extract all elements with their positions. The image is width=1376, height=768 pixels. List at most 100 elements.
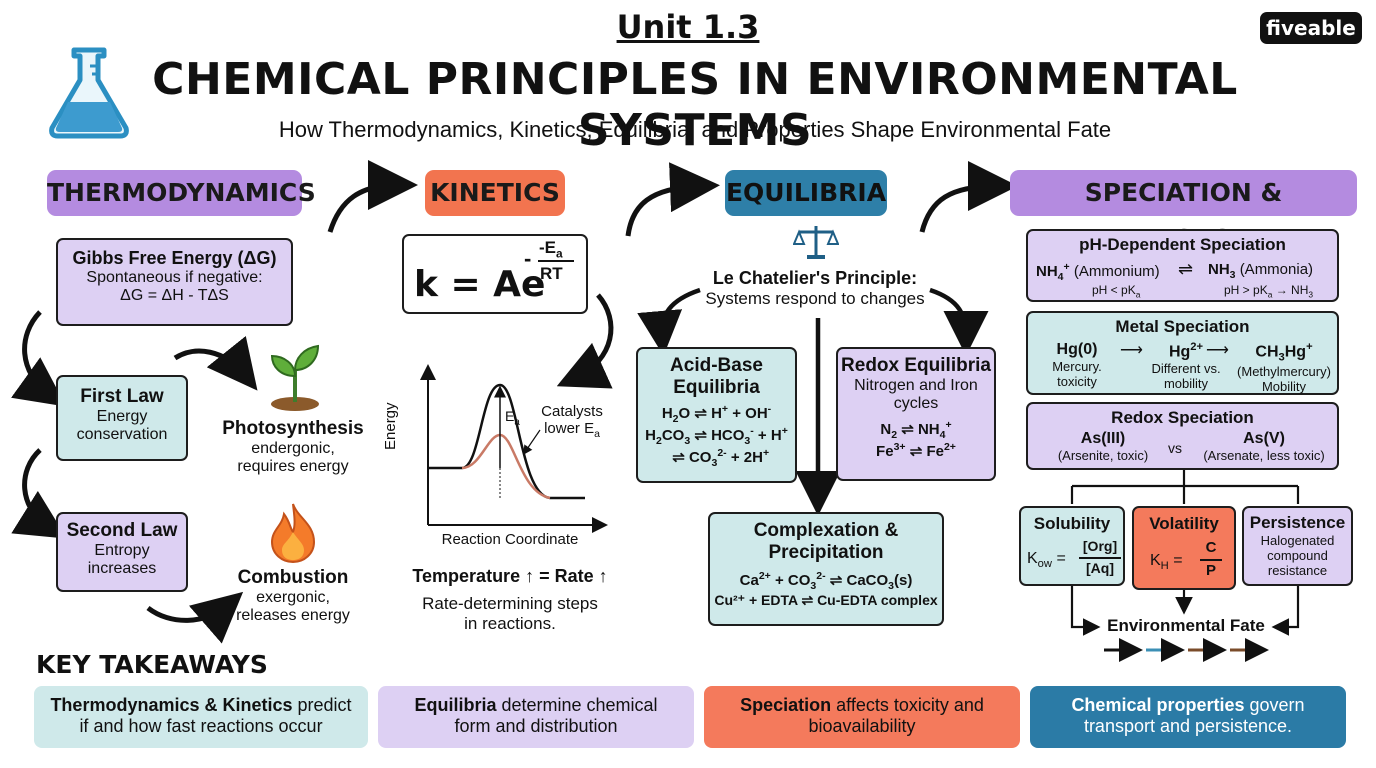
fate-connector-right	[1271, 584, 1300, 636]
arrow-kinetics-to-equilibria	[625, 162, 720, 237]
takeaway-card-1: Thermodynamics & Kinetics predict if and…	[34, 686, 368, 748]
takeaway-3-line1: Speciation affects toxicity and	[704, 695, 1020, 716]
kow-denominator: [Aq]	[1086, 560, 1114, 576]
arrow-to-combustion	[146, 591, 244, 644]
section-header-kinetics: KINETICS	[425, 170, 565, 216]
hg0-species: Hg(0) Mercury. toxicity	[1032, 341, 1122, 389]
takeaway-4-line1: Chemical properties govern	[1030, 695, 1346, 716]
metal-speciation-box: Metal Speciation Hg(0) Mercury. toxicity…	[1026, 311, 1339, 395]
kh-bar	[1200, 559, 1222, 561]
combustion-title: Combustion	[237, 567, 349, 588]
ph-speciation-title: pH-Dependent Speciation	[1079, 235, 1286, 254]
photosynthesis-line2: requires energy	[237, 458, 349, 475]
carbonic-acid-eq: H2CO3 ⇌ HCO3- + H+	[645, 425, 788, 447]
ph-right-tail-sub: 3	[1308, 289, 1314, 300]
environmental-fate-label: Environmental Fate	[1107, 616, 1265, 635]
ea-text: E	[505, 408, 515, 424]
takeaway-2-line1: Equilibria determine chemical	[378, 695, 694, 716]
ph-right-tail: → NH	[1275, 283, 1309, 297]
unit-label: Unit 1.3	[616, 8, 760, 46]
edta-eq: Cu²⁺ + EDTA ⇌ Cu-EDTA complex	[714, 592, 938, 608]
le-chatelier-subtitle: Systems respond to changes	[705, 289, 925, 308]
arrhenius-exp-numerator: -Ea	[539, 238, 563, 260]
as3-sub: (Arsenite, toxic)	[1057, 448, 1149, 463]
redox-equilibria-box: Redox Equilibria Nitrogen and Iron cycle…	[836, 347, 996, 481]
takeaway-2-line2: form and distribution	[454, 716, 618, 736]
redox-equilibria-line2: cycles	[893, 395, 939, 412]
acid-base-box: Acid-Base Equilibria H2O ⇌ H+ + OH- H2CO…	[636, 347, 797, 483]
arrow-equation-to-graph	[556, 293, 614, 389]
metal-arrow-1: ⟶	[1120, 342, 1143, 359]
catalyst-line2-sub: a	[594, 428, 600, 440]
calcite-eq: Ca2+ + CO32- ⇌ CaCO3(s)	[739, 570, 913, 592]
iron-eq: Fe3+ ⇌ Fe2+	[876, 441, 956, 460]
ph-left-cond-text: pH < pK	[1092, 283, 1136, 297]
ea-label: Ea	[505, 408, 520, 428]
redox-speciation-box: Redox Speciation As(III) (Arsenite, toxi…	[1026, 402, 1339, 470]
redox-equilibria-title: Redox Equilibria	[841, 355, 991, 376]
key-takeaways-heading: KEY TAKEAWAYS	[36, 650, 268, 679]
reaction-coordinate-label: Reaction Coordinate	[441, 531, 579, 548]
page-subtitle: How Thermodynamics, Kinetics, Equilibria…	[278, 117, 1112, 142]
takeaway-1-line2: if and how fast reactions occur	[79, 716, 323, 736]
energy-diagram	[400, 360, 630, 560]
volatility-title: Volatility	[1149, 514, 1219, 533]
energy-axis-label: Energy	[382, 402, 399, 450]
gibbs-title: Gibbs Free Energy (ΔG)	[72, 248, 277, 268]
rate-determining-text: Rate-determining steps in reactions.	[400, 594, 620, 634]
redox-equilibria-line1: Nitrogen and Iron	[854, 377, 978, 394]
hg2-line1: Different vs.	[1151, 361, 1221, 377]
as3-species: As(III) (Arsenite, toxic)	[1048, 430, 1158, 463]
methylmercury-species: CH3Hg+ (Methylmercury) Mobility	[1232, 341, 1336, 394]
kh-denominator: P	[1205, 562, 1216, 579]
rate-line2: in reactions.	[464, 614, 556, 633]
combustion-line1: exergonic,	[256, 589, 330, 606]
gibbs-equation: ΔG = ΔH - TΔS	[120, 287, 229, 304]
arrhenius-exp-minus: -	[524, 246, 532, 271]
fire-icon	[264, 502, 322, 564]
takeaway-card-3: Speciation affects toxicity and bioavail…	[704, 686, 1020, 748]
ph-right-cond-text: pH > pK	[1224, 283, 1268, 297]
equilibrium-arrows: ⇌	[1178, 259, 1194, 279]
hg0-line2: toxicity	[1057, 374, 1097, 389]
arrow-equilibria-to-speciation	[919, 161, 1018, 233]
brand-logo: fiveable	[1260, 12, 1362, 44]
nitrogen-eq: N2 ⇌ NH4+	[880, 419, 952, 441]
arrow-to-redox	[929, 287, 989, 356]
takeaway-4-bold: Chemical properties	[1071, 695, 1245, 715]
arrhenius-num-text: -E	[539, 238, 556, 257]
arrow-firstlaw-to-secondlaw	[11, 448, 67, 539]
takeaway-1-line1: Thermodynamics & Kinetics predict	[34, 695, 368, 716]
section-header-thermodynamics: THERMODYNAMICS	[47, 170, 316, 216]
section-header-speciation: SPECIATION & TRANSPORT	[1010, 170, 1357, 253]
ammonium-name: (Ammonium)	[1073, 263, 1160, 280]
as3-label: As(III)	[1080, 430, 1126, 447]
ammonium-species: NH4+ (Ammonium)	[1036, 261, 1160, 283]
page-title: CHEMICAL PRINCIPLES IN ENVIRONMENTAL SYS…	[152, 54, 1238, 156]
fate-connector-left	[1070, 584, 1101, 636]
takeaway-1-rest: predict	[292, 695, 352, 715]
hg2-species: Hg2+ Different vs. mobility	[1136, 341, 1236, 391]
kow-symbol: Kow =	[1027, 550, 1066, 570]
kow-sub: ow	[1037, 558, 1052, 571]
first-law-line2: conservation	[76, 426, 168, 443]
photosynthesis-label: Photosynthesis endergonic, requires ener…	[218, 418, 368, 476]
hg2-label: Hg2+	[1168, 341, 1204, 361]
photosynthesis-line1: endergonic,	[251, 440, 335, 457]
takeaway-3-rest: affects toxicity and	[831, 695, 984, 715]
ph-left-cond-sub: a	[1135, 289, 1141, 300]
arrhenius-equation-box: k = Ae - -Ea RT	[402, 234, 588, 314]
ph-left-condition: pH < pKa	[1092, 283, 1140, 299]
methylmercury-label: CH3Hg+	[1255, 341, 1313, 364]
kh-k: K	[1150, 552, 1161, 569]
persistence-line2: compound	[1267, 548, 1328, 563]
arrhenius-exp-denominator: RT	[540, 264, 563, 283]
as5-label: As(V)	[1243, 430, 1285, 447]
takeaway-3-line2: bioavailability	[808, 716, 916, 736]
complexation-title2: Precipitation	[768, 542, 884, 563]
as5-species: As(V) (Arsenate, less toxic)	[1194, 430, 1334, 463]
ph-right-cond-sub: a	[1267, 289, 1273, 300]
kow-equals: =	[1056, 550, 1066, 567]
takeaway-card-2: Equilibria determine chemical form and d…	[378, 686, 694, 748]
temperature-rate-line: Temperature ↑ = Rate ↑	[412, 566, 608, 586]
